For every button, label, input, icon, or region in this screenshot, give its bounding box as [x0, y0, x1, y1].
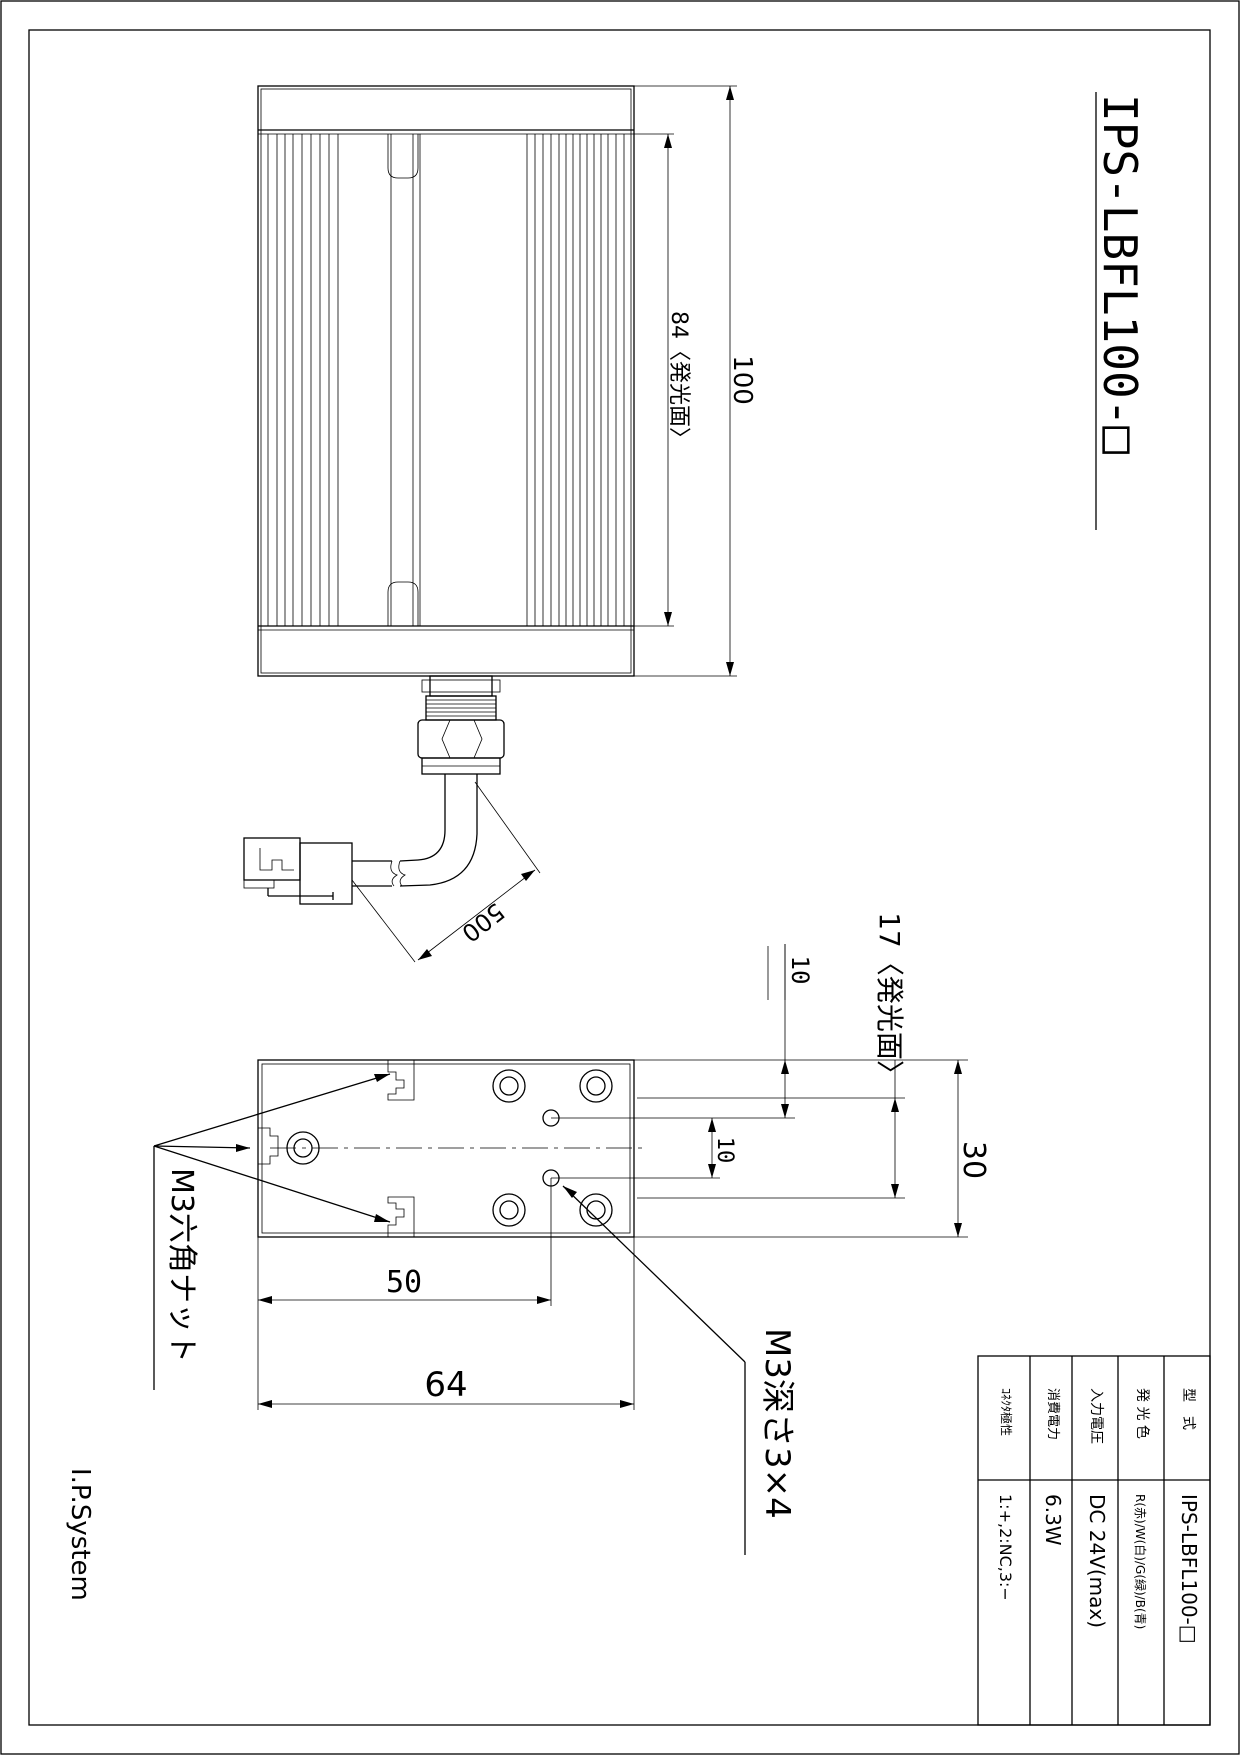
dim-label-17: 17〈発光面〉 — [873, 912, 906, 1088]
spec-value-model: IPS-LBFL100-□ — [1177, 1494, 1201, 1644]
dim-64 — [258, 1400, 634, 1408]
dim-label-500: 500 — [456, 897, 509, 947]
dim-label-50: 50 — [386, 1265, 422, 1300]
spec-value-polarity: 1:+,2:NC,3:− — [996, 1494, 1015, 1601]
heat-sink-fins-left — [267, 134, 421, 626]
spec-value-voltage: DC 24V(max) — [1085, 1494, 1109, 1628]
dim-label-100: 100 — [727, 355, 757, 405]
top-view: 100 84〈発光面〉 500 — [243, 85, 757, 963]
leader-tap-holes — [562, 1185, 746, 1555]
mounting-face-outline — [257, 1059, 635, 1238]
channel-bottom — [387, 581, 419, 626]
dim-84 — [634, 133, 674, 627]
counterbore-holes — [286, 1069, 613, 1227]
housing-outline — [257, 85, 635, 677]
spec-table — [977, 1355, 1211, 1726]
t-slot-top — [387, 1060, 415, 1101]
hex-nut-gland — [417, 719, 505, 759]
leader-hex-nut — [153, 1073, 391, 1390]
dim-10-top — [767, 944, 789, 1118]
spec-label-polarity: ｺﾈｸﾀ極性 — [999, 1388, 1014, 1436]
spec-label-power: 消費電力 — [1045, 1388, 1060, 1440]
t-slot-end — [258, 1127, 279, 1165]
dim-label-64: 64 — [424, 1365, 467, 1405]
drawing-title: IPS-LBFL100-□ — [1093, 94, 1147, 454]
dim-500 — [351, 781, 541, 963]
spec-label-color: 発 光 色 — [1134, 1388, 1151, 1439]
dim-label-84: 84〈発光面〉 — [666, 311, 691, 449]
t-slot-bottom — [387, 1196, 415, 1237]
dim-label-10-top: 10 — [786, 956, 814, 985]
dim-10-mid — [708, 1118, 716, 1178]
spec-label-model: 型 式 — [1180, 1388, 1196, 1430]
dim-label-30: 30 — [956, 1141, 991, 1179]
spec-value-color: R(赤)/W(白)/G(緑)/B(青) — [1133, 1494, 1148, 1629]
dim-label-10-mid: 10 — [712, 1137, 737, 1164]
heat-sink-fins-right — [526, 134, 625, 626]
dim-50 — [258, 1296, 551, 1304]
spec-label-voltage: 入力電圧 — [1088, 1388, 1104, 1444]
spec-value-power: 6.3W — [1041, 1494, 1065, 1546]
channel-top — [387, 134, 419, 179]
dim-30 — [954, 1060, 962, 1237]
company-name: I.P.System — [65, 1468, 95, 1601]
cable-gland — [417, 675, 505, 775]
dim-17 — [891, 1060, 899, 1198]
dim-100 — [634, 85, 737, 677]
connector — [243, 837, 353, 905]
inner-frame — [28, 29, 1211, 1726]
cable — [352, 774, 478, 887]
callout-tap-holes: M3深さ3×4 — [757, 1328, 797, 1519]
callout-hex-nut: M3六角ナット — [164, 1168, 199, 1363]
bottom-view: 30 17〈発光面〉 10 10 50 — [153, 912, 991, 1555]
